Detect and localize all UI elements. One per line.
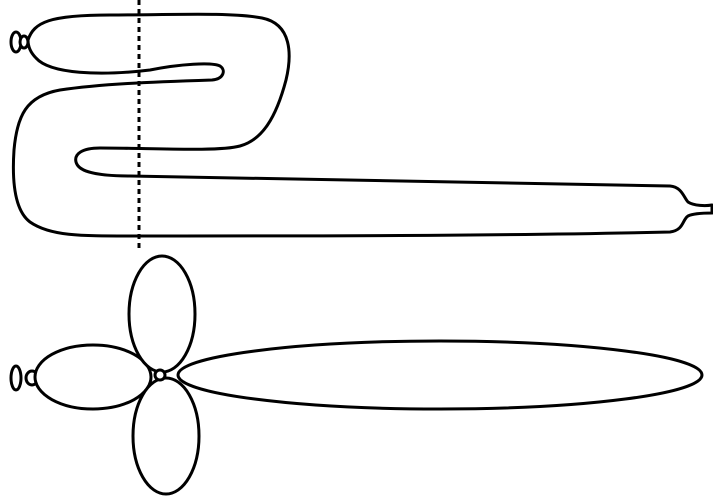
bottom-balloon-knot <box>11 366 21 390</box>
bottom-bubble <box>133 378 199 494</box>
folded-balloon <box>11 0 712 248</box>
top-bubble <box>129 256 195 372</box>
twist-joint <box>155 370 165 380</box>
folded-balloon-outline <box>13 14 712 236</box>
balloon-flower-sword <box>11 256 702 494</box>
long-bubble <box>178 341 702 409</box>
left-bubble <box>35 345 151 409</box>
